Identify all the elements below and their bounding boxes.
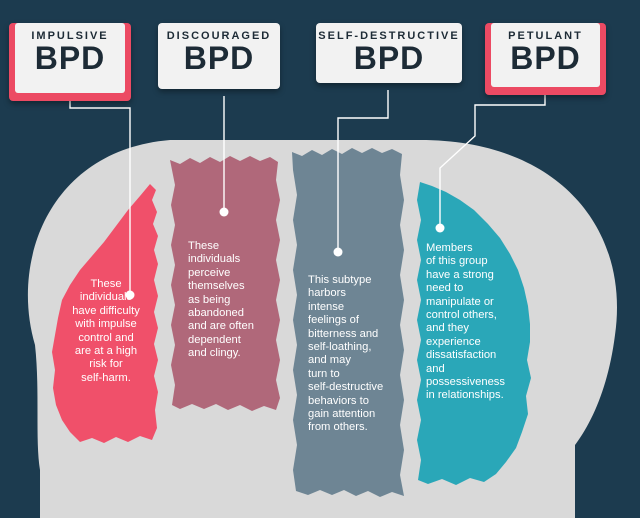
self-destructive-strip: [292, 148, 404, 497]
discouraged-dot: [219, 207, 229, 217]
discouraged-description: These individuals perceive themselves as…: [188, 240, 254, 360]
self-destructive-dot: [333, 247, 343, 257]
self-destructive-label: SELF-DESTRUCTIVE BPD: [316, 23, 462, 83]
petulant-description: Members of this group have a strong need…: [426, 242, 505, 402]
petulant-strip: [417, 182, 531, 485]
impulsive-title: BPD: [34, 40, 106, 76]
impulsive-description: These individuals have difficulty with i…: [72, 278, 140, 384]
petulant-label: PETULANT BPD: [485, 23, 606, 95]
impulsive-strip: [52, 178, 158, 443]
discouraged-label: DISCOURAGED BPD: [158, 23, 280, 89]
petulant-dot: [435, 223, 445, 233]
petulant-title: BPD: [510, 40, 581, 76]
impulsive-label: IMPULSIVE BPD: [9, 23, 131, 101]
impulsive-dot: [125, 290, 135, 300]
discouraged-title: BPD: [183, 40, 255, 76]
self-destructive-description: This subtype harbors intense feelings of…: [308, 274, 384, 434]
impulsive-subtitle: IMPULSIVE: [31, 30, 109, 42]
self-destructive-title: BPD: [353, 40, 425, 76]
self-destructive-subtitle: SELF-DESTRUCTIVE: [318, 30, 460, 42]
discouraged-subtitle: DISCOURAGED: [166, 30, 272, 42]
discouraged-strip: [170, 156, 280, 411]
petulant-subtitle: PETULANT: [508, 30, 583, 42]
